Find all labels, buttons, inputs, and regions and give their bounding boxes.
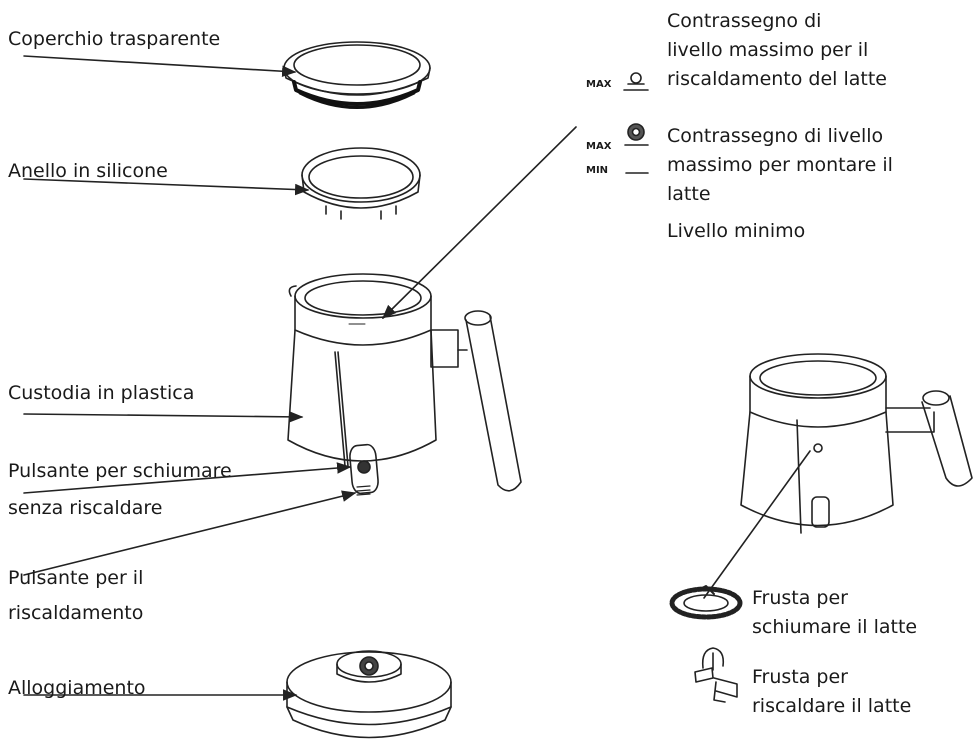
max-froth-marking: MAX xyxy=(586,141,611,152)
ring-label: Anello in silicone xyxy=(8,156,168,187)
lid-leader xyxy=(24,56,295,72)
small-jug-drawing xyxy=(741,354,972,533)
froth-button-label-line2: senza riscaldare xyxy=(8,493,162,524)
min-level-label: Livello minimo xyxy=(667,216,805,247)
whisk-heat-label-line2: riscaldare il latte xyxy=(752,691,911,722)
whisk-froth-label-line1: Frusta per xyxy=(752,583,848,614)
jug-body-drawing xyxy=(288,274,521,495)
silicone-ring-drawing xyxy=(302,148,420,219)
max-heat-label-line1: Contrassegno di xyxy=(667,6,821,37)
max-heat-symbol xyxy=(624,73,648,90)
heat-button-label-line1: Pulsante per il xyxy=(8,563,143,594)
transparent-lid-drawing xyxy=(284,42,430,108)
whisk-froth-label-line2: schiumare il latte xyxy=(752,612,917,643)
max-heat-label-line2: livello massimo per il xyxy=(667,35,868,66)
housing-leader xyxy=(24,414,302,417)
lid-label: Coperchio trasparente xyxy=(8,24,220,55)
froth-button-label-line1: Pulsante per schiumare xyxy=(8,456,232,487)
min-marking: MIN xyxy=(586,165,608,176)
max-froth-symbol xyxy=(625,124,648,145)
max-leader xyxy=(383,127,576,318)
whisk-leader xyxy=(704,451,810,598)
housing-label: Custodia in plastica xyxy=(8,378,194,409)
max-heat-label-line3: riscaldamento del latte xyxy=(667,64,887,95)
whisk-heat-label-line1: Frusta per xyxy=(752,662,848,693)
max-heat-marking: MAX xyxy=(586,79,611,90)
max-froth-label-line2: massimo per montare il xyxy=(667,150,893,181)
frothing-whisk-drawing xyxy=(672,586,740,617)
heating-whisk-drawing xyxy=(695,648,737,702)
heat-button-label-line2: riscaldamento xyxy=(8,598,143,629)
base-drawing xyxy=(287,651,451,738)
base-label: Alloggiamento xyxy=(8,673,146,704)
max-froth-label-line1: Contrassegno di livello xyxy=(667,121,883,152)
max-froth-label-line3: latte xyxy=(667,179,711,210)
